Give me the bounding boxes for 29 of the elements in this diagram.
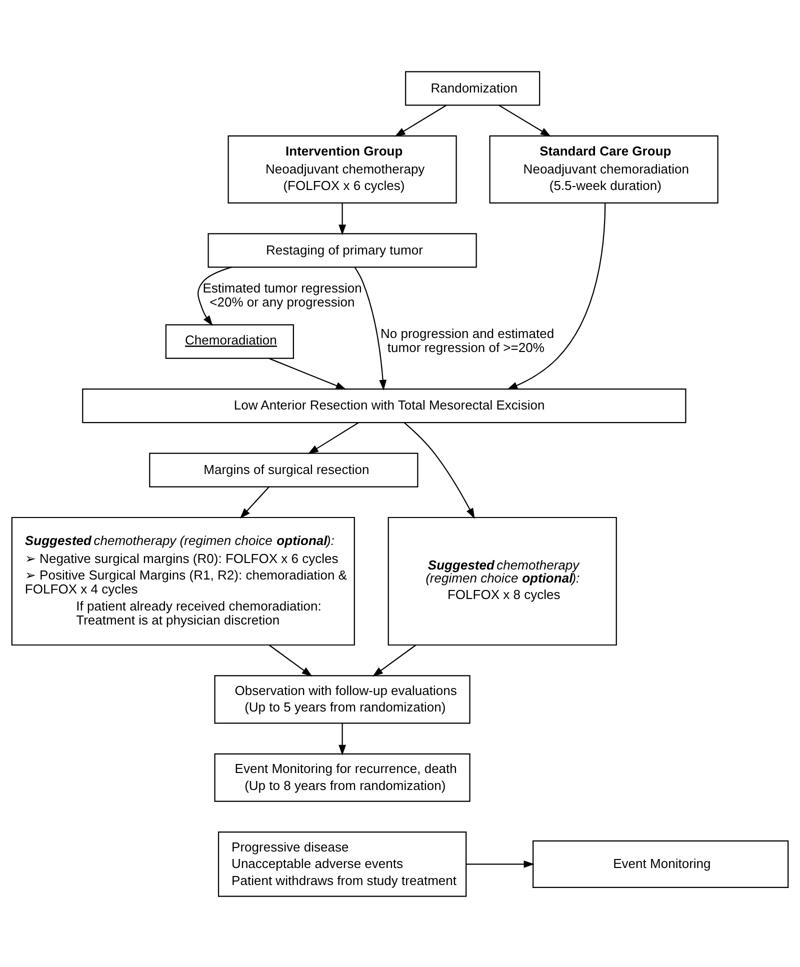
node-box: Restaging of primary tumor [208,232,477,268]
edge-label: Estimated tumor regression <20% or any progression [202,280,362,309]
arrow [268,644,312,676]
node-box: Low Anterior Resection with Total Mesorectal Excision [82,388,686,423]
arrow [394,104,447,136]
node-box: Event Monitoring [532,840,789,888]
arrow [466,860,534,868]
node-box: Event Monitoring for recurrence, death (Up to 8 years from randomization) [214,752,470,802]
arrow [372,644,416,676]
arrow [354,266,387,390]
arrow [240,486,270,518]
arrow [404,422,475,518]
arrow [498,104,552,136]
arrow [308,422,359,454]
arrow [268,357,346,390]
node-box: Suggested chemotherapy (regimen choice optional): ➢ Negative surgical margins (R0): FOLFOX x 6 cycles ➢ Positive Surgical Margins (R1, R2): chemoradiation & FOLFOX x 4 cycles If patient already received chemoradiation: Treatment is at physician discretion [11,516,355,646]
node-box: Margins of surgical resection [149,452,418,487]
node-box: Chemoradiation [165,324,294,358]
arrow [338,722,346,755]
node-box: Standard Care Group Neoadjuvant chemoradiation (5.5-week duration) [489,134,718,203]
arrow [198,266,232,326]
node-box: Intervention Group Neoadjuvant chemotherapy (FOLFOX x 6 cycles) [228,134,457,203]
arrow [506,202,606,390]
node-box: Observation with follow-up evaluations (Up to 5 years from randomization) [214,674,470,724]
node-box: Suggested chemotherapy (regimen choice optional): FOLFOX x 8 cycles [388,516,617,646]
node-box: Progressive disease Unacceptable adverse events Patient withdraws from study treatment [218,831,467,896]
node-box: Randomization [405,70,540,106]
edge-label: No progression and estimated tumor regression of >=20% [380,326,554,355]
arrow [338,202,346,235]
